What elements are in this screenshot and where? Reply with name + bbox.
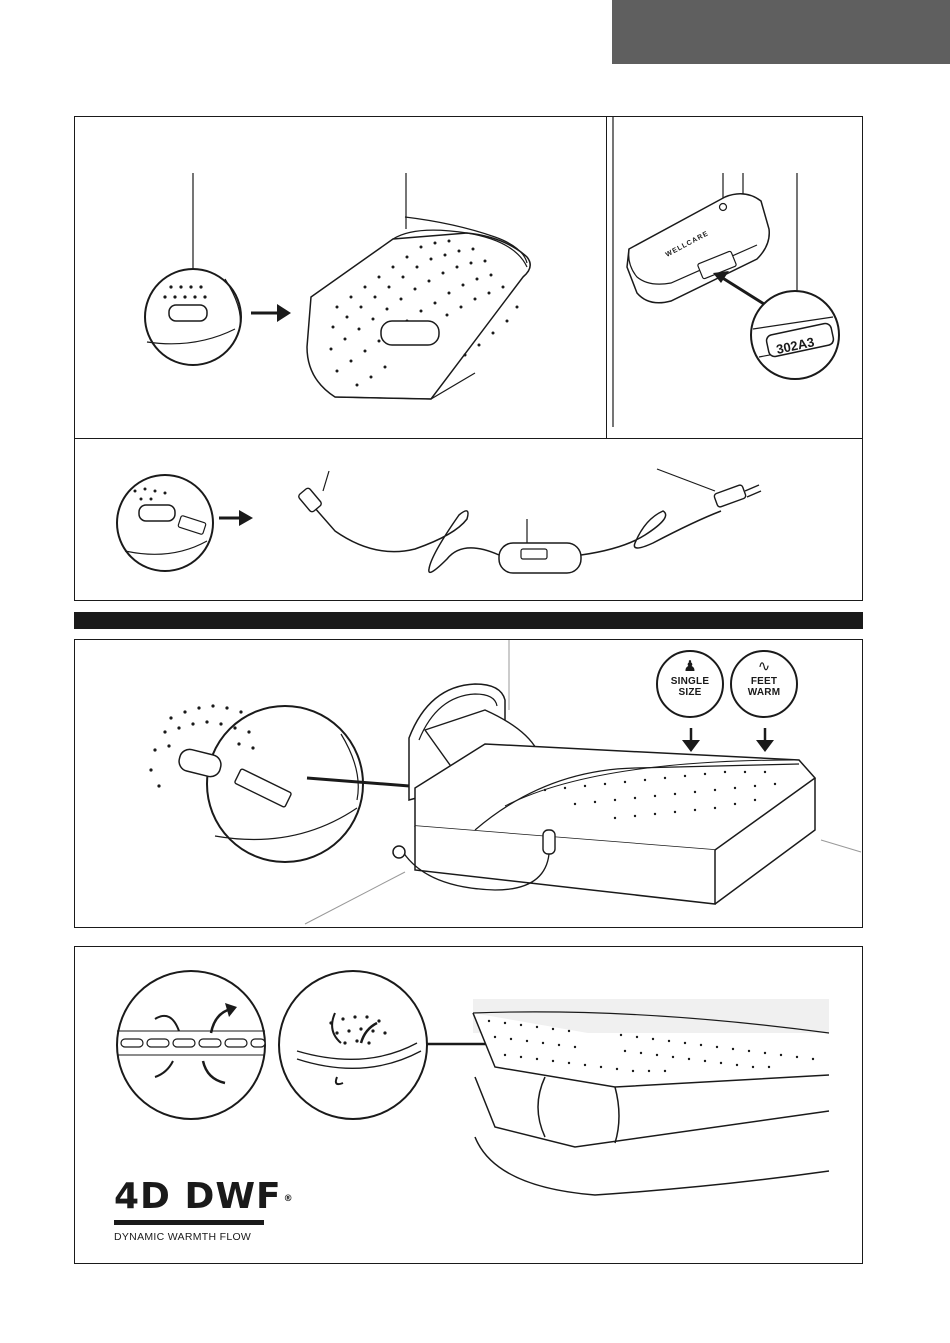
panel-controller-closeup: WELLCARE 302A3 <box>606 116 863 439</box>
badge-label-line2: WARM <box>732 687 796 698</box>
badge-label-line2: SIZE <box>658 687 722 698</box>
controller-illustration: WELLCARE 302A3 <box>607 117 864 440</box>
panel-cable-connection <box>74 438 863 601</box>
foot-warm-icon: ∿ <box>732 658 796 676</box>
registered-mark: ® <box>284 1194 294 1204</box>
single-size-badge: ♟ SINGLE SIZE <box>656 650 724 718</box>
blanket-illustration <box>75 117 607 440</box>
dwf-logo-mark: 4D DWF® <box>114 1178 294 1216</box>
section-divider-bar <box>74 612 863 629</box>
logo-rule <box>114 1220 264 1225</box>
logo-tagline: DYNAMIC WARMTH FLOW <box>114 1231 294 1243</box>
panel-blanket-overview <box>74 116 606 439</box>
badge-label-line1: SINGLE <box>658 676 722 687</box>
header-tab-block <box>612 0 950 64</box>
cable-illustration <box>75 439 864 602</box>
feet-warm-badge: ∿ FEET WARM <box>730 650 798 718</box>
badge-label-line1: FEET <box>732 676 796 687</box>
person-icon: ♟ <box>658 658 722 676</box>
logo-mark-text: 4D DWF <box>114 1176 282 1217</box>
dwf-logo: 4D DWF® DYNAMIC WARMTH FLOW <box>114 1178 294 1243</box>
